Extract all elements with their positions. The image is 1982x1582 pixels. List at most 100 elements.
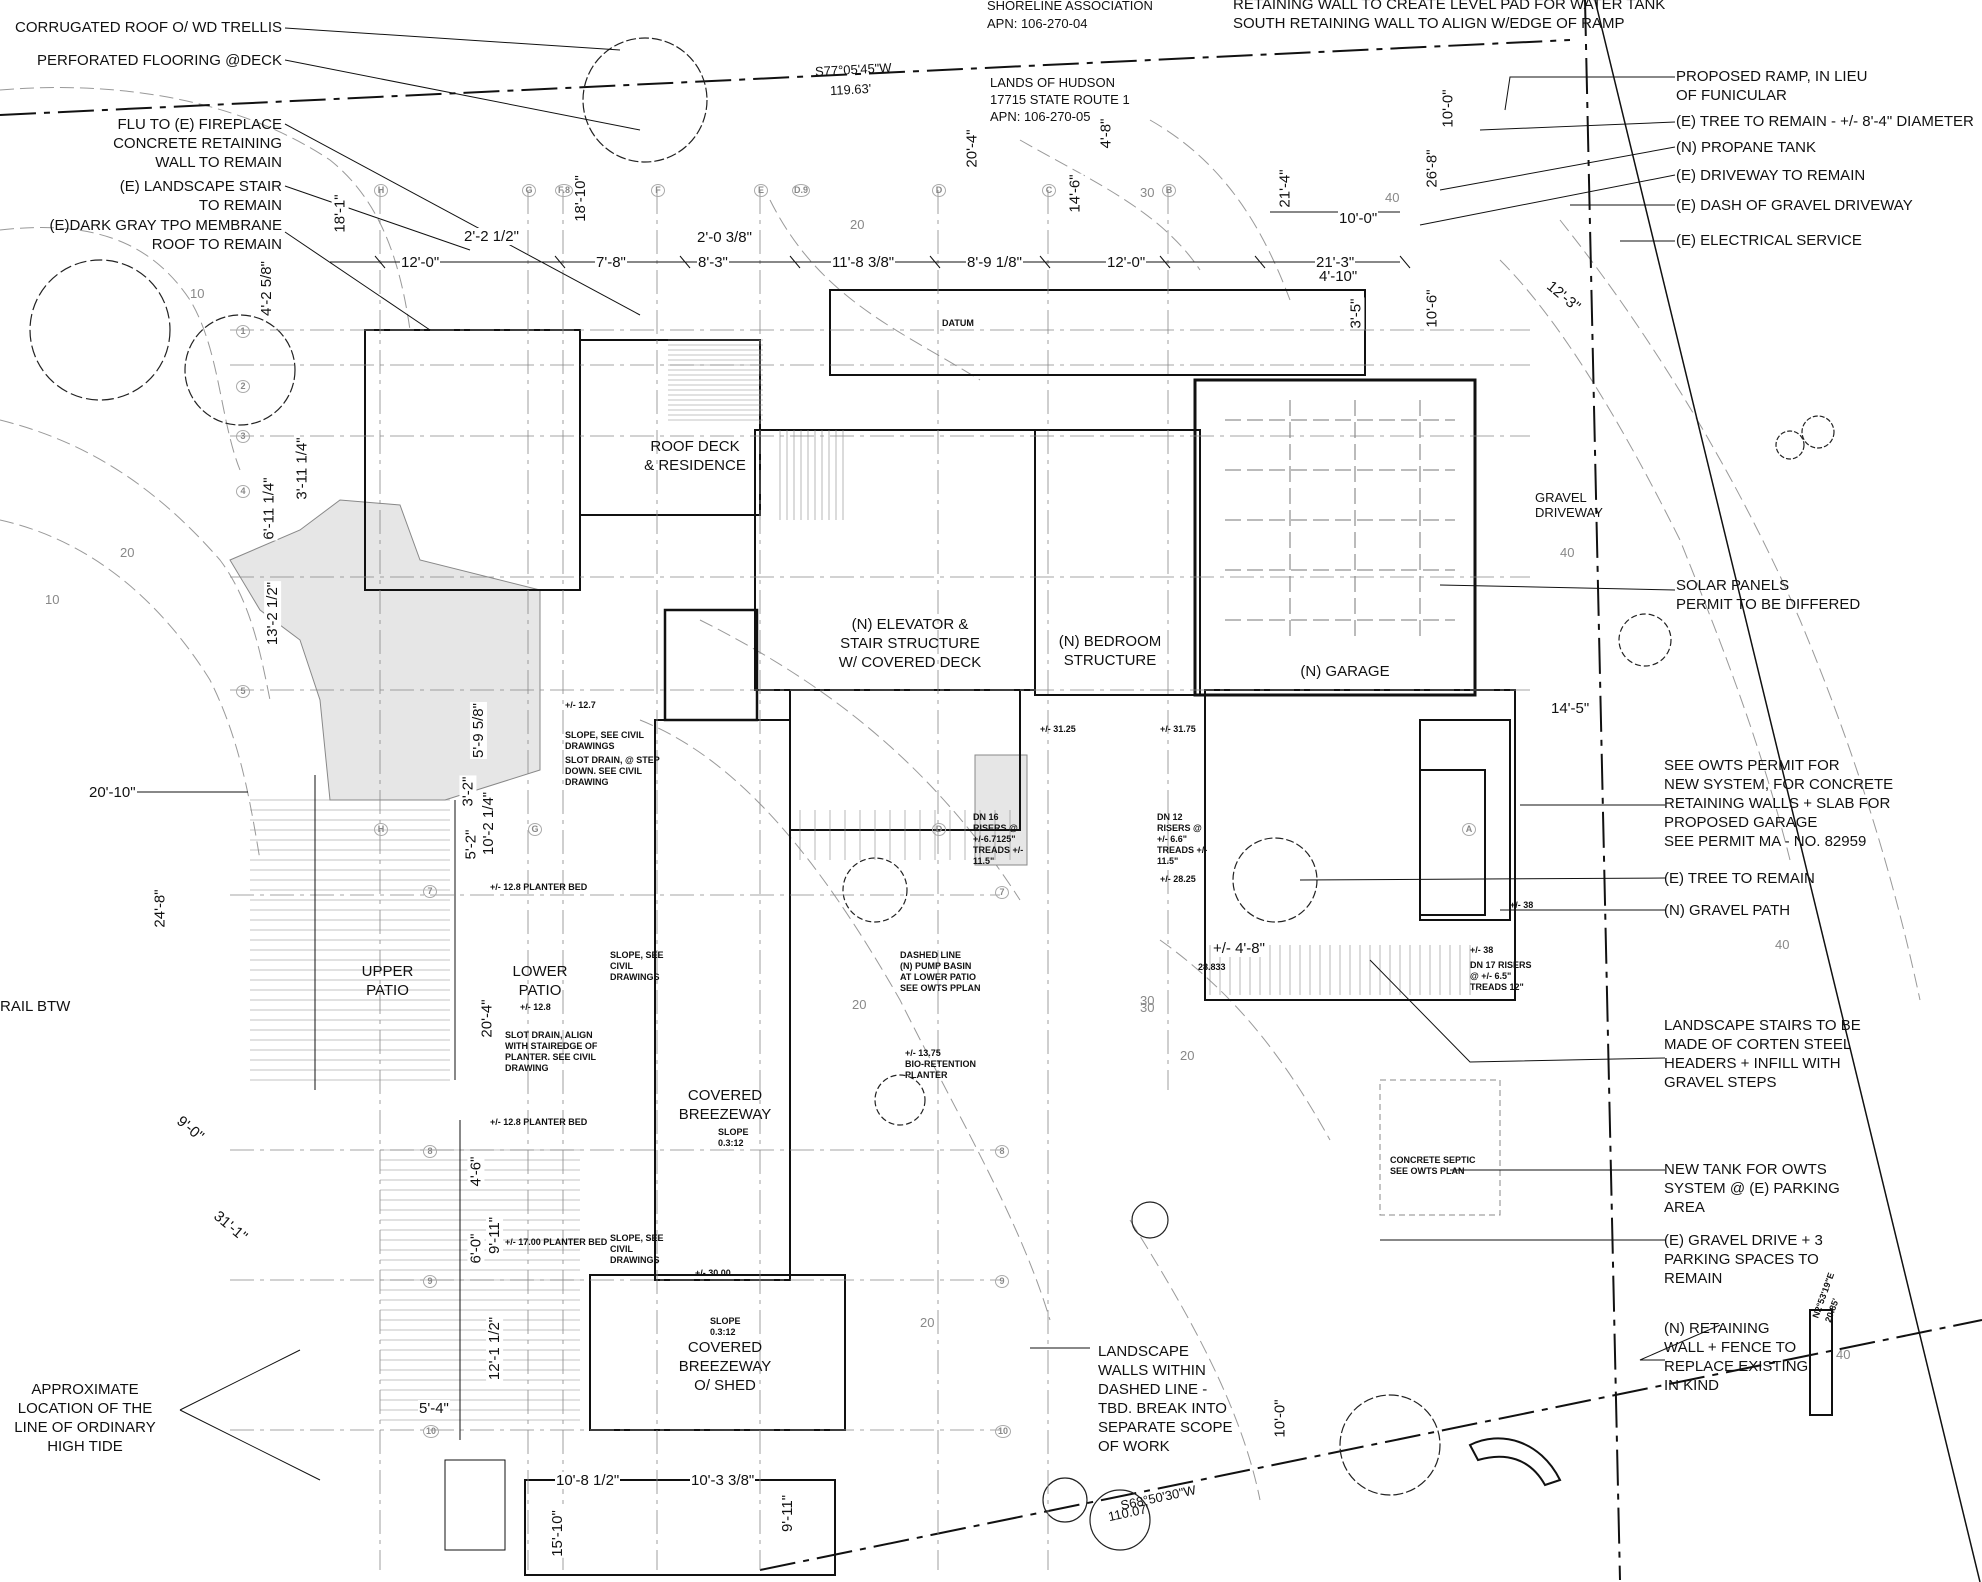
gravel-areas	[229, 499, 1028, 866]
dim-5-4: 5'-4"	[418, 1400, 450, 1417]
room-upper-patio-2: PATIO	[366, 982, 409, 999]
note-owts-tank-3: AREA	[1664, 1199, 1705, 1216]
room-garage: (N) GARAGE	[1300, 663, 1390, 680]
label-gravel-driveway: GRAVEL	[1535, 490, 1587, 505]
dim-14-5: 14'-5"	[1550, 700, 1591, 717]
dim-6-11: 6'-11 1/4"	[260, 476, 278, 541]
label-shoreline-apn: APN: 106-270-04	[987, 16, 1088, 31]
dim-2-0: 2'-0 3/8"	[696, 229, 753, 246]
note-flu-fireplace: FLU TO (E) FIREPLACE	[117, 116, 282, 133]
note-concrete-retaining: CONCRETE RETAINING	[113, 135, 282, 152]
note-owts-3: RETAINING WALLS + SLAB FOR	[1664, 795, 1891, 812]
contour-label: 30	[1140, 1000, 1155, 1015]
note-slope-1b: 0.3:12	[718, 1138, 744, 1148]
note-tree-remain-8ft: (E) TREE TO REMAIN - +/- 8'-4" DIAMETER	[1676, 113, 1974, 130]
contour-label: 20	[920, 1315, 935, 1330]
grid-bubble: 10	[423, 1425, 439, 1438]
note-proposed-ramp-2: OF FUNICULAR	[1676, 87, 1787, 104]
room-bedroom: (N) BEDROOM	[1058, 633, 1162, 650]
note-slope-see2-1: SLOPE, SEE	[610, 1233, 664, 1243]
note-corrugated-roof: CORRUGATED ROOF O/ WD TRELLIS	[15, 19, 282, 36]
note-planter-bed-1: +/- 12.8 PLANTER BED	[490, 882, 588, 892]
solar-panels	[1225, 400, 1455, 640]
room-elevator-2: STAIR STRUCTURE	[840, 635, 980, 652]
note-slot-drain-2: DOWN. SEE CIVIL	[565, 766, 643, 776]
grid-bubble: D	[932, 823, 946, 836]
grid-bubble: 9	[423, 1275, 437, 1288]
note-dn16-5: 11.5"	[973, 856, 995, 866]
grid-lines	[230, 190, 1530, 1570]
label-top-bearing-distance: 119.63'	[829, 80, 872, 99]
dim-12-1: 12'-1 1/2"	[486, 1315, 504, 1382]
stair-block	[444, 1459, 506, 1551]
dim-21-4: 21'-4"	[1276, 168, 1294, 209]
dim-20-4-a: 20'-4"	[963, 128, 981, 169]
note-slot-drain2-1: SLOT DRAIN, ALIGN	[505, 1030, 593, 1040]
note-owts-tank-2: SYSTEM @ (E) PARKING	[1664, 1180, 1840, 1197]
label-hudson: LANDS OF HUDSON	[990, 75, 1115, 90]
note-elev-31-25: +/- 31.25	[1040, 724, 1076, 734]
note-roof-remain: ROOF TO REMAIN	[151, 236, 282, 253]
note-retaining-fence-2: WALL + FENCE TO	[1664, 1339, 1797, 1356]
dim-3-5: 3'-5"	[1347, 297, 1365, 330]
note-pump-3: AT LOWER PATIO	[900, 972, 976, 982]
dim-4-10: 4'-10"	[1318, 268, 1359, 285]
grid-bubble: D.9	[792, 184, 810, 197]
leader-lines	[179, 27, 1721, 1481]
contour-label: 40	[1775, 937, 1790, 952]
note-elev-28-833: 28.833	[1198, 962, 1226, 972]
note-dn17-2: @ +/- 6.5"	[1470, 971, 1512, 981]
grid-bubble: F	[651, 184, 665, 197]
dim-14-6: 14'-6"	[1066, 173, 1084, 214]
note-landscape-walls-4: TBD. BREAK INTO	[1098, 1400, 1227, 1417]
grid-bubble: 4	[236, 485, 250, 498]
grid-bubble: 7	[423, 885, 437, 898]
dim-9-11-a: 9'-11"	[486, 1215, 504, 1256]
dim-5-2: 5'-2"	[462, 828, 480, 861]
grid-bubble: 10	[995, 1425, 1011, 1438]
note-datum: DATUM	[942, 318, 974, 328]
note-dn16-1: DN 16	[973, 812, 999, 822]
dim-4-8-b: +/- 4'-8"	[1212, 940, 1266, 957]
room-breezeway-shed: COVERED	[687, 1339, 763, 1356]
grid-bubble: 9	[995, 1275, 1009, 1288]
note-landscape-stairs-4: GRAVEL STEPS	[1664, 1074, 1777, 1091]
dimension-lines	[100, 211, 1411, 1440]
note-dn17-3: TREADS 12"	[1470, 982, 1524, 992]
grid-bubble: E	[754, 184, 768, 197]
room-covered-breezeway-2: BREEZEWAY	[678, 1106, 772, 1123]
dim-24-8: 24'-8"	[151, 888, 169, 929]
room-breezeway-shed-3: O/ SHED	[694, 1377, 756, 1394]
dim-13-2: 13'-2 1/2"	[264, 580, 282, 647]
dim-12-0-b: 12'-0"	[1106, 254, 1147, 271]
dim-9-11-b: 9'-11"	[779, 1493, 797, 1534]
grid-bubble: A	[1462, 823, 1476, 836]
note-owts-5: SEE PERMIT MA - NO. 82959	[1664, 833, 1867, 850]
contour-label: 20	[850, 217, 865, 232]
grid-bubble: 7	[995, 886, 1009, 899]
note-owts-1: SEE OWTS PERMIT FOR	[1664, 757, 1840, 774]
label-rail-btw: RAIL BTW	[0, 998, 71, 1015]
note-pump-4: SEE OWTS PPLAN	[900, 983, 981, 993]
note-slot-drain2-2: WITH STAIREDGE OF	[505, 1041, 598, 1051]
dim-10-3: 10'-3 3/8"	[690, 1472, 756, 1489]
dim-5-9: 5'-9 5/8"	[469, 702, 487, 759]
note-slope-see-1: SLOPE, SEE	[610, 950, 664, 960]
note-slope-see2-2: CIVIL	[610, 1244, 634, 1254]
note-elev-30: +/- 30.00	[695, 1268, 731, 1278]
note-slope-see-2: CIVIL	[610, 961, 634, 971]
contour-label: 20	[852, 997, 867, 1012]
note-gravel-driveway-dash: (E) DASH OF GRAVEL DRIVEWAY	[1676, 197, 1913, 214]
note-slot-drain2-3: PLANTER. SEE CIVIL	[505, 1052, 597, 1062]
dim-18-10: 18'-10"	[571, 174, 589, 223]
note-elev-12-8: +/- 12.8	[520, 1002, 551, 1012]
dim-4-8: 4'-8"	[1097, 117, 1115, 150]
dim-18-1: 18'-1"	[331, 193, 349, 234]
note-proposed-ramp: PROPOSED RAMP, IN LIEU	[1676, 68, 1868, 85]
label-hudson-apn: APN: 106-270-05	[990, 109, 1091, 124]
room-elevator-3: W/ COVERED DECK	[838, 654, 982, 671]
note-landscape-walls-2: WALLS WITHIN	[1098, 1362, 1206, 1379]
note-landscape-stairs-2: MADE OF CORTEN STEEL	[1664, 1036, 1852, 1053]
grid-bubble: 3	[236, 430, 250, 443]
